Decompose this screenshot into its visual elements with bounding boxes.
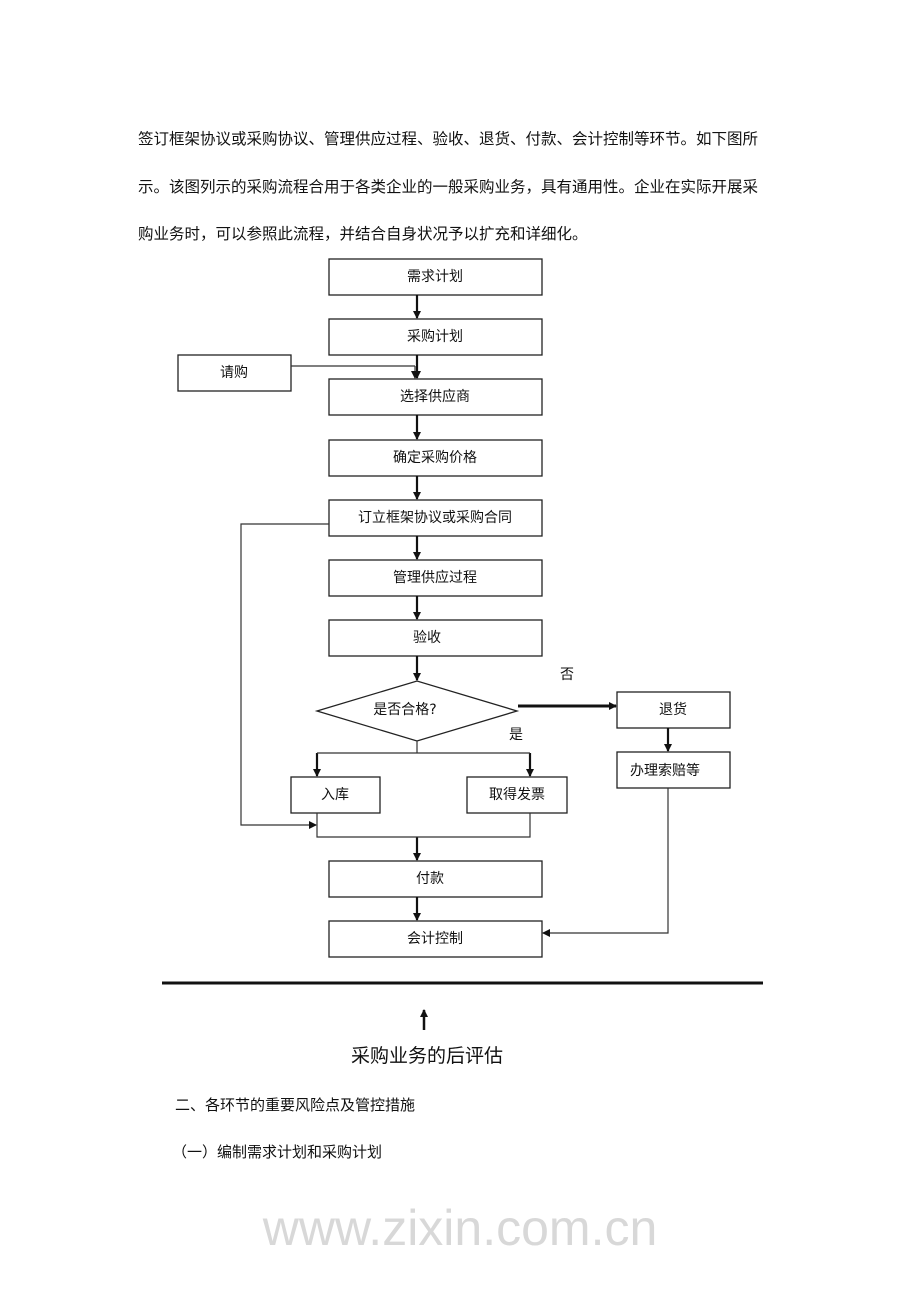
label-no: 否: [560, 667, 574, 683]
box-requisition: [177, 354, 292, 392]
label-qualified: 是否合格?: [373, 702, 436, 718]
label-contract: 订立框架协议或采购合同: [358, 510, 512, 526]
box-set-price: [328, 439, 543, 477]
box-acceptance: [328, 619, 543, 657]
label-claims: 办理索赔等: [630, 762, 700, 779]
intro-line-1: 签订框架协议或采购协议、管理供应过程、验收、退货、付款、会计控制等环节。如下图所: [138, 130, 759, 148]
box-purchase-plan: [328, 318, 543, 356]
label-warehousing: 入库: [321, 787, 349, 803]
label-acceptance: 验收: [413, 630, 441, 646]
box-invoice: [466, 776, 568, 814]
post-evaluation: 采购业务的后评估: [351, 1045, 503, 1067]
label-return-goods: 退货: [659, 701, 687, 718]
label-yes: 是: [509, 727, 523, 743]
decision-qualified: [314, 680, 520, 742]
label-invoice: 取得发票: [489, 786, 545, 803]
box-payment: [328, 860, 543, 898]
intro-line-3: 购业务时，可以参照此流程，并结合自身状况予以扩充和详细化。: [138, 225, 588, 243]
box-warehousing: [290, 776, 381, 814]
box-demand-plan: [328, 258, 543, 296]
label-manage-supply: 管理供应过程: [393, 569, 477, 586]
box-claims: [616, 751, 731, 789]
box-select-supplier: [328, 378, 543, 416]
box-return-goods: [616, 691, 731, 729]
label-purchase-plan: 采购计划: [407, 329, 463, 345]
box-contract: [328, 499, 543, 537]
label-requisition: 请购: [220, 365, 248, 381]
watermark: www.zixin.com.cn: [262, 1200, 658, 1256]
intro-line-2: 示。该图列示的采购流程合用于各类企业的一般采购业务，具有通用性。企业在实际开展采: [138, 178, 759, 196]
box-manage-supply: [328, 559, 543, 597]
label-accounting: 会计控制: [407, 931, 463, 947]
label-demand-plan: 需求计划: [407, 269, 463, 285]
section-heading: 二、各环节的重要风险点及管控措施: [175, 1096, 416, 1114]
subsection-heading: （一）编制需求计划和采购计划: [172, 1143, 383, 1161]
label-payment: 付款: [416, 871, 444, 887]
box-accounting: [328, 920, 543, 958]
label-select-supplier: 选择供应商: [400, 388, 470, 405]
label-set-price: 确定采购价格: [393, 450, 477, 466]
